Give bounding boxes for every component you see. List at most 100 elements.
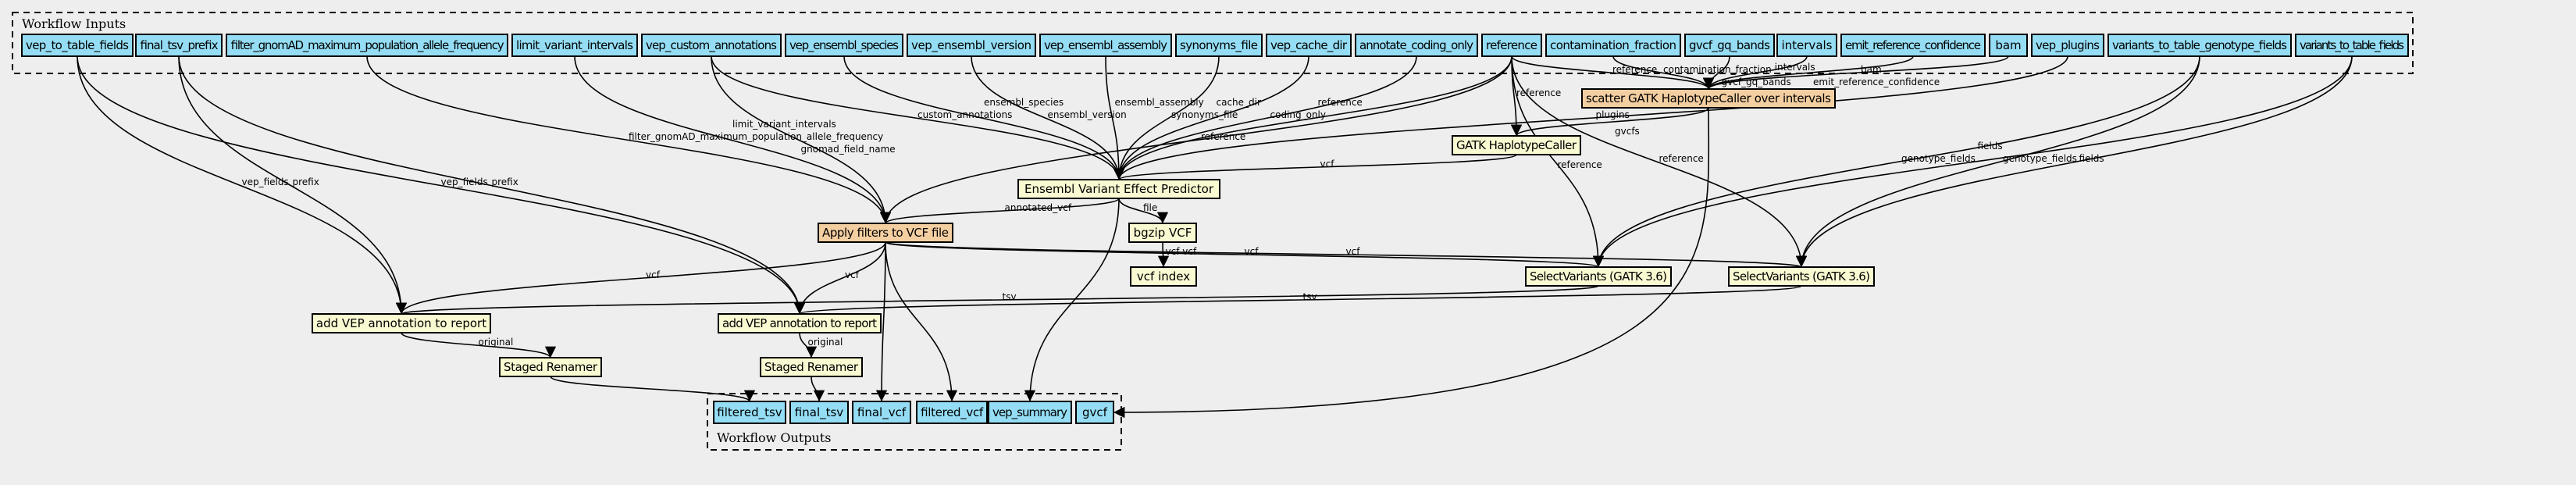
node-label: Staged Renamer (764, 360, 859, 374)
node-label: final_vcf (857, 405, 907, 420)
input-vep-cache-dir[interactable]: vep_cache_dir (1266, 34, 1352, 57)
step-sv1[interactable]: SelectVariants (GATK 3.6) (1525, 266, 1672, 287)
edge-filter-to-sv1 (885, 241, 1604, 268)
edge-reference-to-sv1 (1511, 55, 1605, 268)
edge-label: ensembl_species (984, 97, 1064, 108)
node-label: scatter GATK HaplotypeCaller over interv… (1586, 91, 1831, 105)
edge-label: reference (1516, 87, 1561, 98)
edge-filter-to-addvep2 (793, 241, 886, 315)
node-label: limit_variant_intervals (516, 38, 633, 53)
output-filtered-vcf[interactable]: filtered_vcf (916, 401, 988, 424)
edge-label: reference (1612, 64, 1657, 75)
node-label: synonyms_file (1180, 38, 1258, 53)
input-emit-reference-confidence[interactable]: emit_reference_confidence (1840, 34, 1986, 57)
edge-label: gvcf_gq_bands (1722, 77, 1791, 87)
edge-label: file (1143, 202, 1157, 213)
edge-reference-to-sv2 (1511, 55, 1808, 268)
node-label: vep_summary (992, 405, 1067, 420)
input-vep-ensembl-version[interactable]: vep_ensembl_version (907, 34, 1036, 57)
edge-hc-to-vep (1113, 154, 1517, 180)
input-contamination-fraction[interactable]: contamination_fraction (1545, 34, 1681, 57)
node-label: contamination_fraction (1550, 38, 1676, 53)
input-final-tsv-prefix[interactable]: final_tsv_prefix (135, 34, 223, 57)
edge-filter-to-filtered-vcf (885, 241, 958, 402)
edge-vep-to-vep-summary (1024, 198, 1120, 402)
output-final-vcf[interactable]: final_vcf (852, 401, 911, 424)
step-sv2[interactable]: SelectVariants (GATK 3.6) (1728, 266, 1875, 287)
step-addvep2[interactable]: add VEP annotation to report (718, 313, 882, 333)
output-filtered-tsv[interactable]: filtered_tsv (713, 401, 786, 424)
input-vt-fields[interactable]: variants_to_table_fields (2295, 34, 2409, 57)
edge-label: vcf (1320, 159, 1335, 169)
step-vep[interactable]: Ensembl Variant Effect Predictor (1017, 179, 1220, 199)
step-rename2[interactable]: Staged Renamer (760, 357, 863, 377)
output-gvcf[interactable]: gvcf (1075, 401, 1114, 424)
node-label: filtered_vcf (921, 405, 984, 420)
edge-label: synonyms_file (1171, 109, 1238, 120)
input-vep-ensembl-assembly[interactable]: vep_ensembl_assembly (1039, 34, 1172, 57)
edge-label: custom_annotations (917, 109, 1012, 120)
input-reference[interactable]: reference (1481, 34, 1542, 57)
edge-addvep2-to-rename2 (799, 332, 818, 358)
node-label: bam (1995, 38, 2021, 52)
edge-limit-variant-intervals-to-filter (574, 55, 892, 224)
node-label: intervals (1781, 38, 1832, 52)
step-index[interactable]: vcf index (1130, 266, 1197, 287)
node-label: variants_to_table_genotype_fields (2112, 38, 2287, 53)
edge-reference-to-scatter-hc (1511, 55, 1715, 90)
input-vep-custom-annotations[interactable]: vep_custom_annotations (641, 34, 782, 57)
edge-label: prefix (293, 177, 319, 187)
edge-vep-to-filter (880, 198, 1120, 224)
step-rename1[interactable]: Staged Renamer (499, 357, 602, 377)
input-limit-variant-intervals[interactable]: limit_variant_intervals (511, 34, 638, 57)
edge-final-tsv-prefix-to-addvep1 (178, 55, 408, 315)
node-label: reference (1486, 38, 1537, 52)
edge-label: fields (2079, 153, 2104, 164)
edge-vep-to-table-fields-to-addvep2 (77, 55, 806, 315)
node-label: emit_reference_confidence (1845, 38, 1981, 53)
edge-label: vep_fields (441, 177, 488, 187)
edge-label: vcf vcf (1166, 246, 1197, 257)
edge-addvep1-to-rename1 (401, 332, 557, 358)
input-vep-ensembl-species[interactable]: vep_ensembl_species (785, 34, 903, 57)
input-annotate-coding-only[interactable]: annotate_coding_only (1355, 34, 1478, 57)
edge-filter-gnomAD-to-filter (366, 55, 892, 224)
input-vt-genotype-fields[interactable]: variants_to_table_genotype_fields (2107, 34, 2292, 57)
input-synonyms-file[interactable]: synonyms_file (1175, 34, 1263, 57)
edge-vep-custom-annotations-to-vep (711, 55, 1125, 180)
edge-label: original (808, 337, 843, 348)
edge-label: prefix (492, 177, 518, 187)
input-filter-gnomAD[interactable]: filter_gnomAD_maximum_population_allele_… (226, 34, 508, 57)
edge-filter-to-sv2 (885, 241, 1807, 268)
input-gvcf-gq-bands[interactable]: gvcf_gq_bands (1684, 34, 1775, 57)
input-intervals[interactable]: intervals (1776, 34, 1837, 57)
workflow-inputs-cluster: Workflow Inputs (12, 12, 2414, 74)
edge-label: annotated_vcf (1005, 202, 1072, 213)
edge-filter-to-final-vcf (875, 241, 888, 402)
step-filter[interactable]: Apply filters to VCF file (818, 223, 953, 243)
input-vep-to-table-fields[interactable]: vep_to_table_fields (21, 34, 134, 57)
node-label: vep_cache_dir (1270, 38, 1348, 53)
edge-reference-to-vep (1113, 55, 1512, 180)
edge-label: vep_fields (242, 177, 289, 187)
node-label: annotate_coding_only (1359, 38, 1473, 53)
node-label: vep_custom_annotations (646, 38, 777, 53)
edge-label: intervals (1775, 62, 1815, 73)
node-label: filtered_tsv (717, 405, 782, 420)
output-vep-summary[interactable]: vep_summary (988, 401, 1072, 424)
step-bgzip[interactable]: bgzip VCF (1128, 223, 1197, 243)
edge-vt-genotype-fields-to-sv1 (1592, 55, 2200, 268)
output-final-tsv[interactable]: final_tsv (789, 401, 849, 424)
step-scatter-hc[interactable]: scatter GATK HaplotypeCaller over interv… (1581, 88, 1836, 109)
node-label: gvcf (1082, 405, 1108, 419)
step-addvep1[interactable]: add VEP annotation to report (312, 313, 491, 333)
edge-emit-reference-confidence-to-scatter-hc (1702, 55, 1914, 90)
workflow-outputs-label: Workflow Outputs (717, 430, 831, 445)
node-label: filter_gnomAD_maximum_population_allele_… (231, 38, 504, 53)
input-bam[interactable]: bam (1989, 34, 2028, 57)
node-label: Staged Renamer (504, 360, 598, 374)
input-vep-plugins[interactable]: vep_plugins (2031, 34, 2104, 57)
step-hc[interactable]: GATK HaplotypeCaller (1452, 135, 1581, 155)
edge-vep-cache-dir-to-vep (1113, 55, 1309, 180)
